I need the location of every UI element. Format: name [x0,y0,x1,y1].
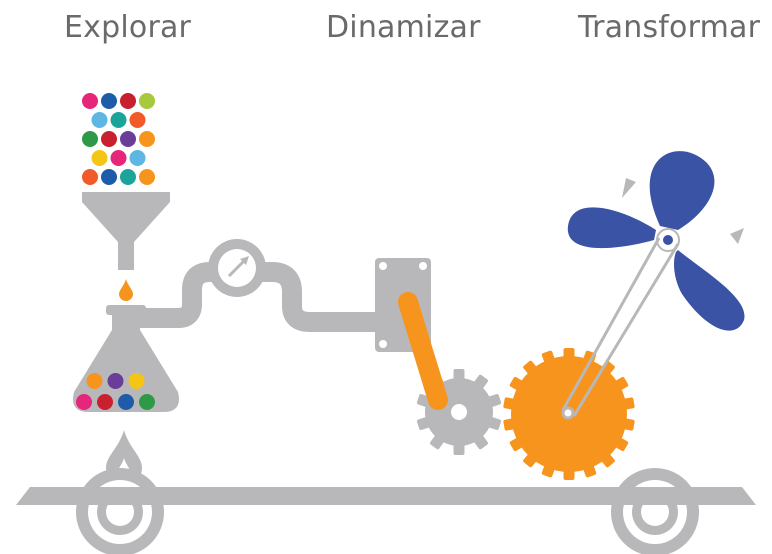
dot [120,169,136,185]
dots-cluster [82,93,155,185]
dot [120,93,136,109]
dot [82,93,98,109]
pipe [140,262,378,332]
dot [101,131,117,147]
dot [139,394,155,410]
gauge-icon [208,239,266,297]
flask-icon [73,305,179,412]
dot [129,150,146,166]
dot [128,373,145,389]
dot [139,169,155,185]
stage-label-transformar: Transformar [578,10,761,45]
dot [139,131,155,147]
dot [97,394,113,410]
wheel-icon [611,468,699,554]
dot [82,169,98,185]
dot [107,373,124,389]
dot [91,150,108,166]
base-platform [16,487,756,505]
stage-label-dinamizar: Dinamizar [326,10,481,45]
rotation-arrow-icon [730,228,744,244]
funnel-icon [82,192,170,270]
dot [76,394,92,410]
dot [120,131,136,147]
dot [118,394,134,410]
wheel-icon [76,468,164,554]
dot [101,93,117,109]
fan-icon [567,151,745,331]
rotation-arrow-icon [622,178,636,198]
stage-label-explorar: Explorar [64,10,192,45]
dot [139,93,155,109]
dot [91,112,108,128]
dot [110,112,127,128]
dot [86,373,103,389]
dot [110,150,127,166]
dot [82,131,98,147]
flask-dots [76,373,155,410]
dot [101,169,117,185]
crank-arm [398,292,448,410]
dot [129,112,146,128]
drop-orange [119,279,133,301]
connecting-rod [561,237,680,420]
